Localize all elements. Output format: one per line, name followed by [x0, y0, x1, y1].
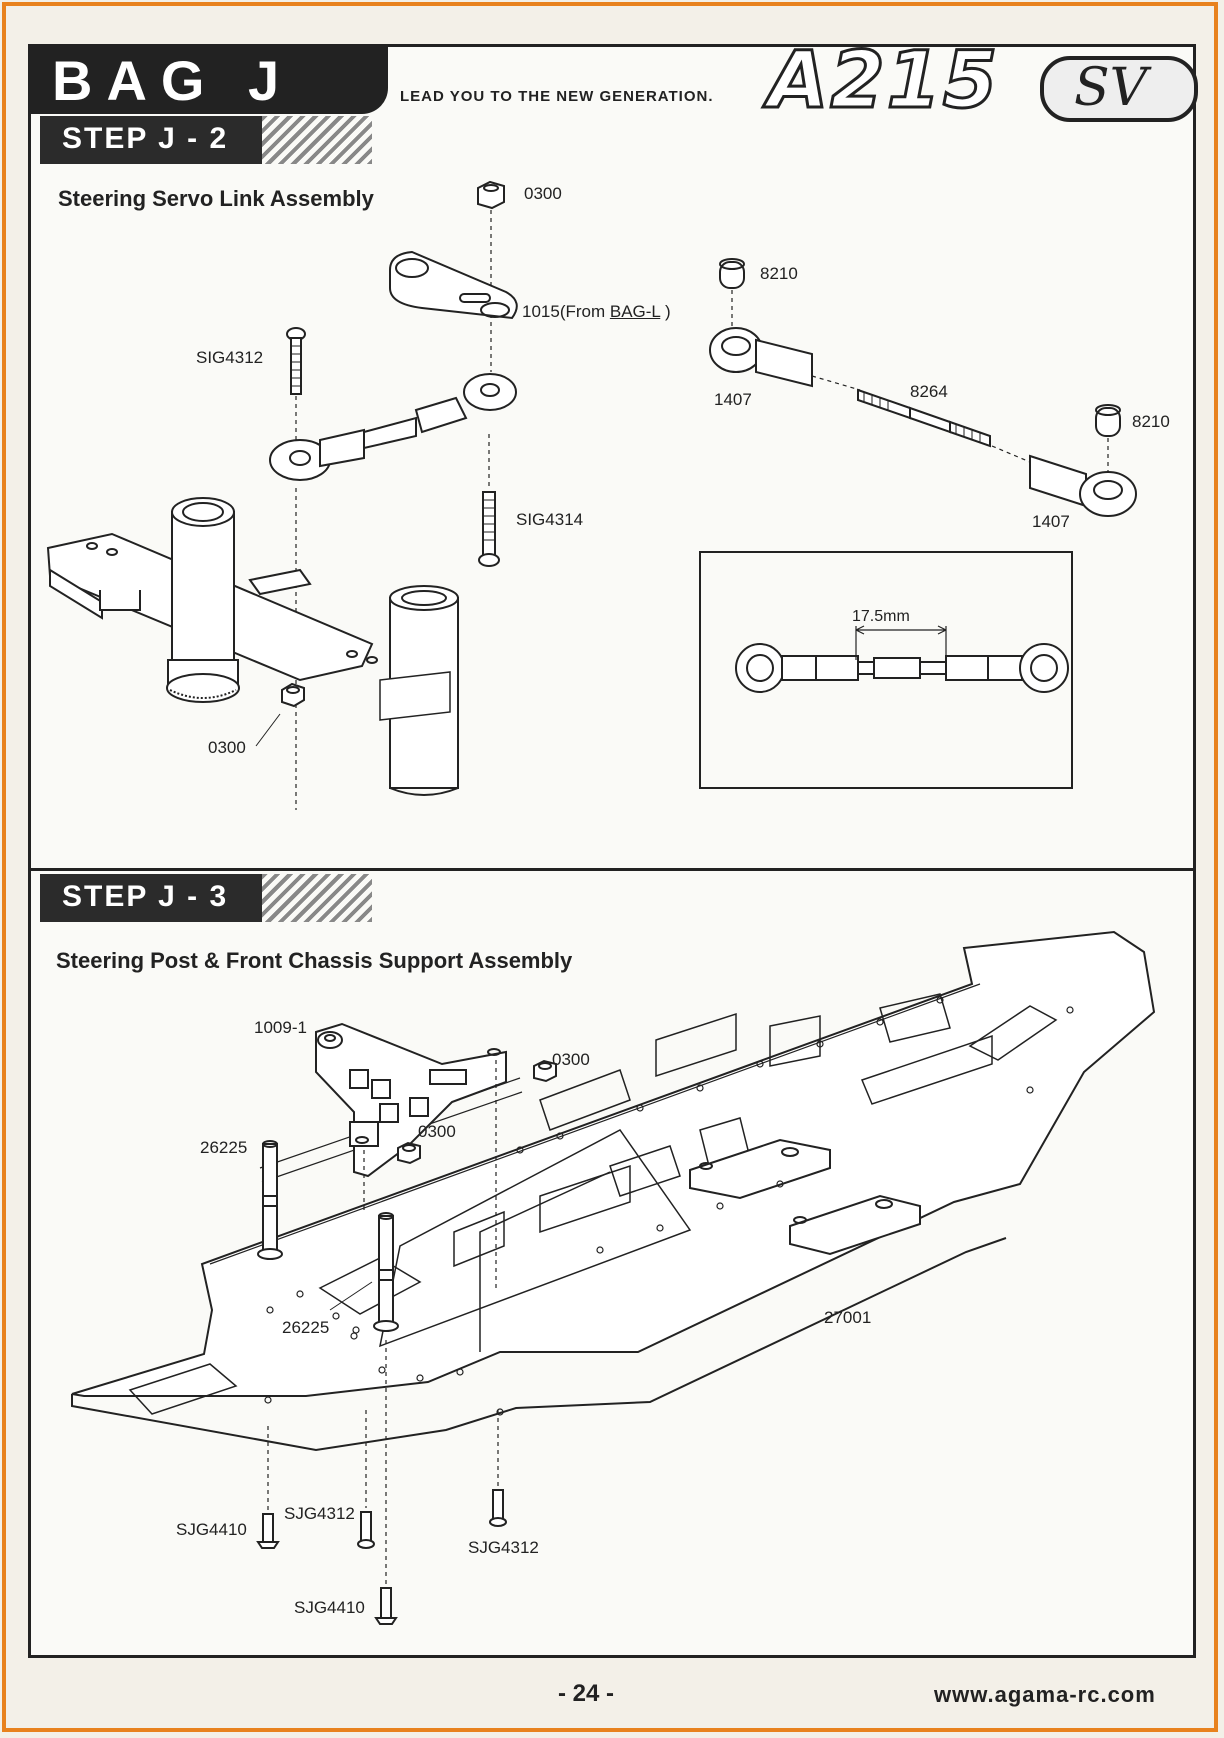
bag-title: BAG J: [52, 49, 294, 112]
label-8210-right: 8210: [1132, 412, 1170, 431]
tagline: LEAD YOU TO THE NEW GENERATION.: [400, 88, 714, 105]
label-sjg4312-center: SJG4312: [284, 1504, 355, 1523]
nut-0300-top: [477, 180, 505, 210]
servo-horn-1015: [389, 250, 518, 320]
ball-8210-top: [719, 258, 745, 289]
step-j2-label: STEP J - 2: [62, 122, 229, 155]
post-26225-left: [257, 1140, 283, 1260]
step-j3-title: Steering Post & Front Chassis Support As…: [56, 948, 573, 973]
label-0300-j3-right: 0300: [552, 1050, 590, 1069]
nut-0300-j3-right: [533, 1059, 557, 1083]
detail-box: [699, 551, 1073, 789]
label-0300-j3-lower: 0300: [418, 1122, 456, 1141]
steering-block: [46, 497, 378, 703]
rod-end-1407-right: [1029, 454, 1137, 517]
label-8210-top: 8210: [760, 264, 798, 283]
screw-sig4312: [286, 327, 306, 395]
servo-link-rod: [269, 373, 517, 481]
chassis-post: [379, 585, 459, 796]
rod-end-1407-left: [709, 327, 813, 388]
ball-8210-right: [1095, 404, 1121, 437]
step-j3-stripe: [262, 874, 372, 922]
step-j2-title: Steering Servo Link Assembly: [58, 186, 374, 211]
bag-banner: BAG J: [28, 44, 388, 114]
badge-text: SV: [1074, 58, 1148, 118]
sv-badge: SV: [1040, 56, 1198, 122]
page-number: - 24 -: [558, 1680, 615, 1707]
label-26225-center: 26225: [282, 1318, 330, 1337]
nut-0300-j3-lower: [397, 1141, 421, 1165]
label-0300-bottom: 0300: [208, 738, 246, 757]
label-sig4314: SIG4314: [516, 510, 584, 529]
label-0300-top: 0300: [524, 184, 562, 203]
nut-0300-bottom: [281, 682, 305, 708]
chassis-holes: [264, 996, 1074, 1416]
label-sig4312: SIG4312: [196, 348, 264, 367]
label-1015-close: ): [660, 302, 671, 321]
step-j3-label: STEP J - 3: [62, 880, 229, 913]
section-divider: [28, 868, 1196, 871]
label-1015-bag: BAG-L: [609, 302, 661, 321]
label-1009-1: 1009-1: [254, 1018, 307, 1037]
label-sjg4410-left: SJG4410: [176, 1520, 247, 1539]
screw-sjg4410-left: [256, 1513, 280, 1549]
chassis-plate-27001: [71, 930, 1156, 1452]
model-name: A215: [766, 35, 1000, 128]
label-8264: 8264: [910, 382, 948, 401]
label-26225-left: 26225: [200, 1138, 248, 1157]
model-logo: A215 SV: [708, 35, 1198, 128]
label-1407-right: 1407: [1032, 512, 1070, 531]
label-1015-part: 1015(From: [522, 302, 610, 321]
post-26225-center: [373, 1212, 399, 1332]
front-support-1009-1: [315, 1022, 507, 1178]
label-gap: 17.5mm: [852, 608, 910, 625]
label-sjg4312-right: SJG4312: [468, 1538, 539, 1557]
screw-sig4314: [478, 491, 500, 567]
screw-sjg4410-bottom: [374, 1587, 398, 1625]
website-url: www.agama-rc.com: [934, 1682, 1156, 1707]
screw-sjg4312-right: [489, 1489, 507, 1527]
step-j2-tab: STEP J - 2: [40, 116, 262, 164]
label-27001: 27001: [824, 1308, 872, 1327]
turnbuckle-8264: [857, 388, 991, 448]
label-sjg4410-bottom: SJG4410: [294, 1598, 365, 1617]
step-j3-tab: STEP J - 3: [40, 874, 262, 922]
step-j2-stripe: [262, 116, 372, 164]
page-header: BAG J LEAD YOU TO THE NEW GENERATION. A2…: [28, 35, 1198, 128]
label-1407-left: 1407: [714, 390, 752, 409]
detail-link: [735, 625, 1069, 693]
screw-sjg4312-center: [357, 1511, 375, 1549]
label-1015: 1015(From BAG-L ): [522, 302, 671, 322]
